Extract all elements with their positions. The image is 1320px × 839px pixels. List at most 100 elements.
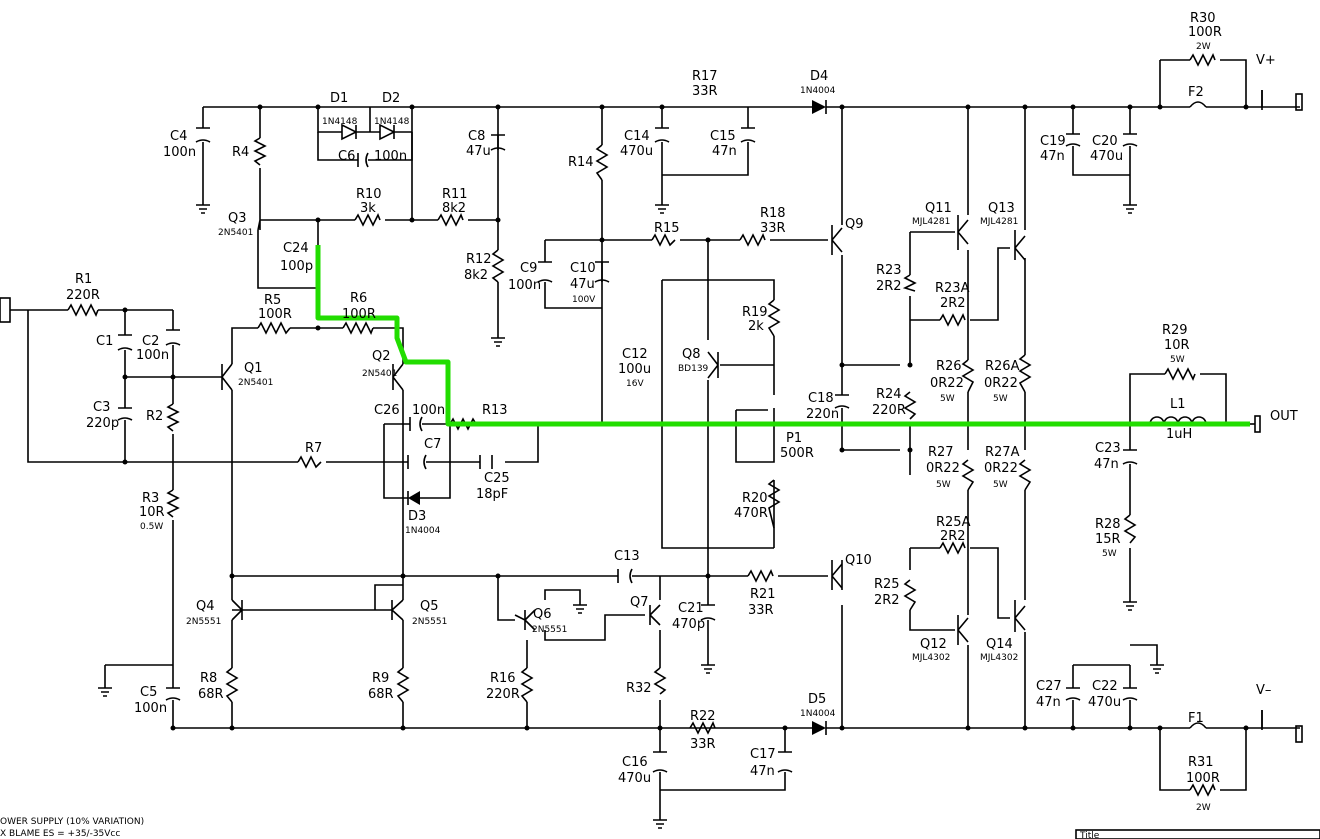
label-c7: C7 [424,437,441,452]
label-r27a: R27A [985,445,1020,460]
label-c23: C23 [1095,441,1121,456]
label-r17-value: 33R [692,84,718,99]
label-c26: C26 [374,403,400,418]
label-p1: P1 [786,431,802,446]
label-r10: R10 [356,187,382,202]
label-q3-value: 2N5401 [218,228,253,238]
label-r18: R18 [760,206,786,221]
label-r27a-power: 5W [993,480,1008,490]
label-d5-value: 1N4004 [800,709,836,719]
label-c14-value: 470u [620,144,653,159]
label-d5: D5 [808,692,826,707]
label-q2-value: 2N5401 [362,369,397,379]
label-d2-value: 1N4148 [374,117,410,127]
label-c18-value: 220n [806,407,839,422]
label-r26: R26 [936,359,962,374]
label-q11-value: MJL4281 [912,217,950,227]
label-c22: C22 [1092,679,1118,694]
label-r6: R6 [350,291,367,306]
label-r5-value: 100R [258,307,292,322]
label-r16: R16 [490,671,516,686]
label-c18: C18 [808,391,834,406]
label-r26a-power: 5W [993,394,1008,404]
label-c14: C14 [624,129,650,144]
label-c3: C3 [93,400,110,415]
label-out: OUT [1270,409,1298,424]
label-c17-value: 47n [750,764,775,779]
label-r9-value: 68R [368,687,394,702]
label-r30-value: 100R [1188,25,1222,40]
label-c20-value: 470u [1090,149,1123,164]
label-c26-value: 100n [412,403,445,418]
label-r10-value: 3k [360,201,376,216]
label-c23-value: 47n [1094,457,1119,472]
label-c16: C16 [622,755,648,770]
label-c3-value: 220p [86,416,119,431]
highlighted-feedback-path [315,245,1250,427]
label-c4: C4 [170,129,187,144]
label-c21-value: 470p [672,617,705,632]
label-c24-value: 100p [280,259,313,274]
label-c19-value: 47n [1040,149,1065,164]
label-r3: R3 [142,491,159,506]
label-q14: Q14 [986,637,1013,652]
label-r17: R17 [692,69,718,84]
label-c15: C15 [710,129,736,144]
label-r19-value: 2k [748,319,764,334]
label-q9: Q9 [845,217,864,232]
inductor-and-fuses [1149,101,1207,729]
label-c16-value: 470u [618,771,651,786]
label-p1-value: 500R [780,446,814,461]
label-r23a-value: 2R2 [940,296,966,311]
label-q12-value: MJL4302 [912,653,950,663]
label-r27-power: 5W [936,480,951,490]
label-d1-value: 1N4148 [322,117,358,127]
label-r11: R11 [442,187,468,202]
capacitors [117,127,1138,773]
label-c22-value: 470u [1088,695,1121,710]
label-r8: R8 [200,671,217,686]
label-c20: C20 [1092,134,1118,149]
label-f1: F1 [1188,711,1204,726]
label-q13-value: MJL4281 [980,217,1018,227]
label-r23-value: 2R2 [876,279,902,294]
label-q1: Q1 [244,361,263,376]
label-r32: R32 [626,681,652,696]
label-r12-value: 8k2 [464,268,488,283]
label-c27: C27 [1036,679,1062,694]
label-c13: C13 [614,549,640,564]
grounds [98,204,1164,829]
title-label: Title [1079,831,1100,839]
label-c2: C2 [142,334,159,349]
label-r23a: R23A [935,281,970,296]
label-q10: Q10 [845,553,872,568]
label-r28-value: 15R [1095,532,1121,547]
label-r13: R13 [482,403,508,418]
label-q3: Q3 [228,211,247,226]
label-c8: C8 [468,129,485,144]
label-r22-value: 33R [690,737,716,752]
transistors [221,210,1026,645]
label-r28-power: 5W [1102,549,1117,559]
label-c5-value: 100n [134,701,167,716]
label-c12: C12 [622,347,648,362]
label-c19: C19 [1040,134,1066,149]
label-r15: R15 [654,221,680,236]
label-c5: C5 [140,685,157,700]
note-power-supply: OWER SUPPLY (10% VARIATION) [0,817,144,827]
label-d1: D1 [330,91,348,106]
label-q4: Q4 [196,599,215,614]
label-r1: R1 [75,272,92,287]
label-r16-value: 220R [486,687,520,702]
label-r11-value: 8k2 [442,201,466,216]
label-q8: Q8 [682,347,701,362]
label-r9: R9 [372,671,389,686]
label-r31: R31 [1188,755,1214,770]
label-r30: R30 [1190,11,1216,26]
connectors [0,90,1303,743]
label-r26a: R26A [985,359,1020,374]
label-v-plus: V+ [1256,53,1276,68]
label-f2: F2 [1188,85,1204,100]
label-q6-value: 2N5551 [532,625,567,635]
